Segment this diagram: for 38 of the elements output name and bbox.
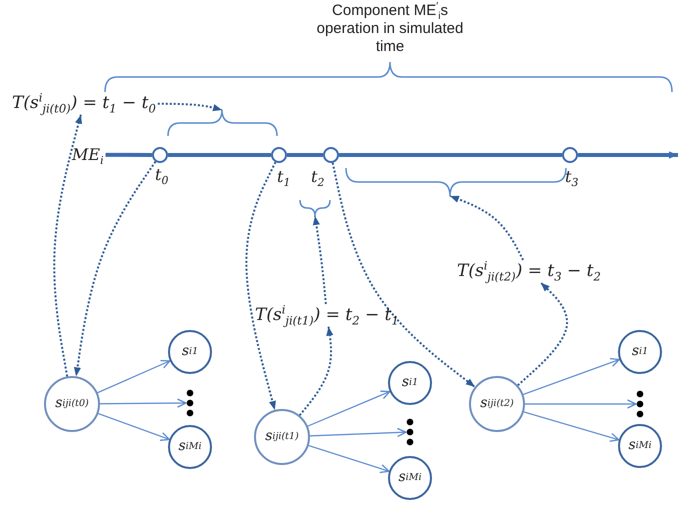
dotted-arrow [332,162,476,388]
dotted-arrow [517,282,568,386]
brace [298,198,332,218]
arrow [523,358,620,395]
dotted-arrow [158,102,222,112]
ellipsis-dots [636,390,644,418]
dotted-arrow [298,326,334,416]
formula: T(s$^{i}$$_{ji(t2)}$) = t$_{3}$ − t$_{2}$ [455,260,603,283]
formula: T(s$^{i}$$_{ji(t1)}$) = t$_{2}$ − t$_{1}$ [253,304,401,327]
ellipsis-dots [186,389,194,417]
ellipsis-dots [406,418,414,446]
arrow [524,411,620,442]
time-label: t$_{1}$ [277,168,290,186]
dotted-arrow [450,195,524,260]
time-label: t$_{3}$ [565,168,578,186]
time-label: t$_{2}$ [311,168,324,186]
formula: T(s$^{i}$$_{ji(t0)}$) = t$_{1}$ − t$_{0}$ [10,92,158,115]
dotted-arrow [245,162,276,410]
arrow [308,390,390,427]
brace [344,166,568,198]
arrow [100,398,187,408]
time-point-circle [323,147,339,163]
dotted-arrow [53,114,82,377]
dotted-arrow [74,161,156,376]
arrow [525,399,637,409]
axis-label: ME$_{i}$ [70,144,106,166]
arrow [308,444,390,474]
arrow [97,360,171,394]
annotation-text: Component ME$^{′}$$_{i}$s operation in simulated time [316,2,464,56]
timeline-arrow [578,151,678,159]
arrow [310,428,407,438]
dotted-arrow [312,216,327,304]
time-label: t$_{0}$ [155,166,168,184]
time-point-circle [271,147,287,163]
arrow [98,413,170,441]
brace [166,108,279,138]
time-point-circle [152,147,168,163]
time-point-circle [562,147,578,163]
